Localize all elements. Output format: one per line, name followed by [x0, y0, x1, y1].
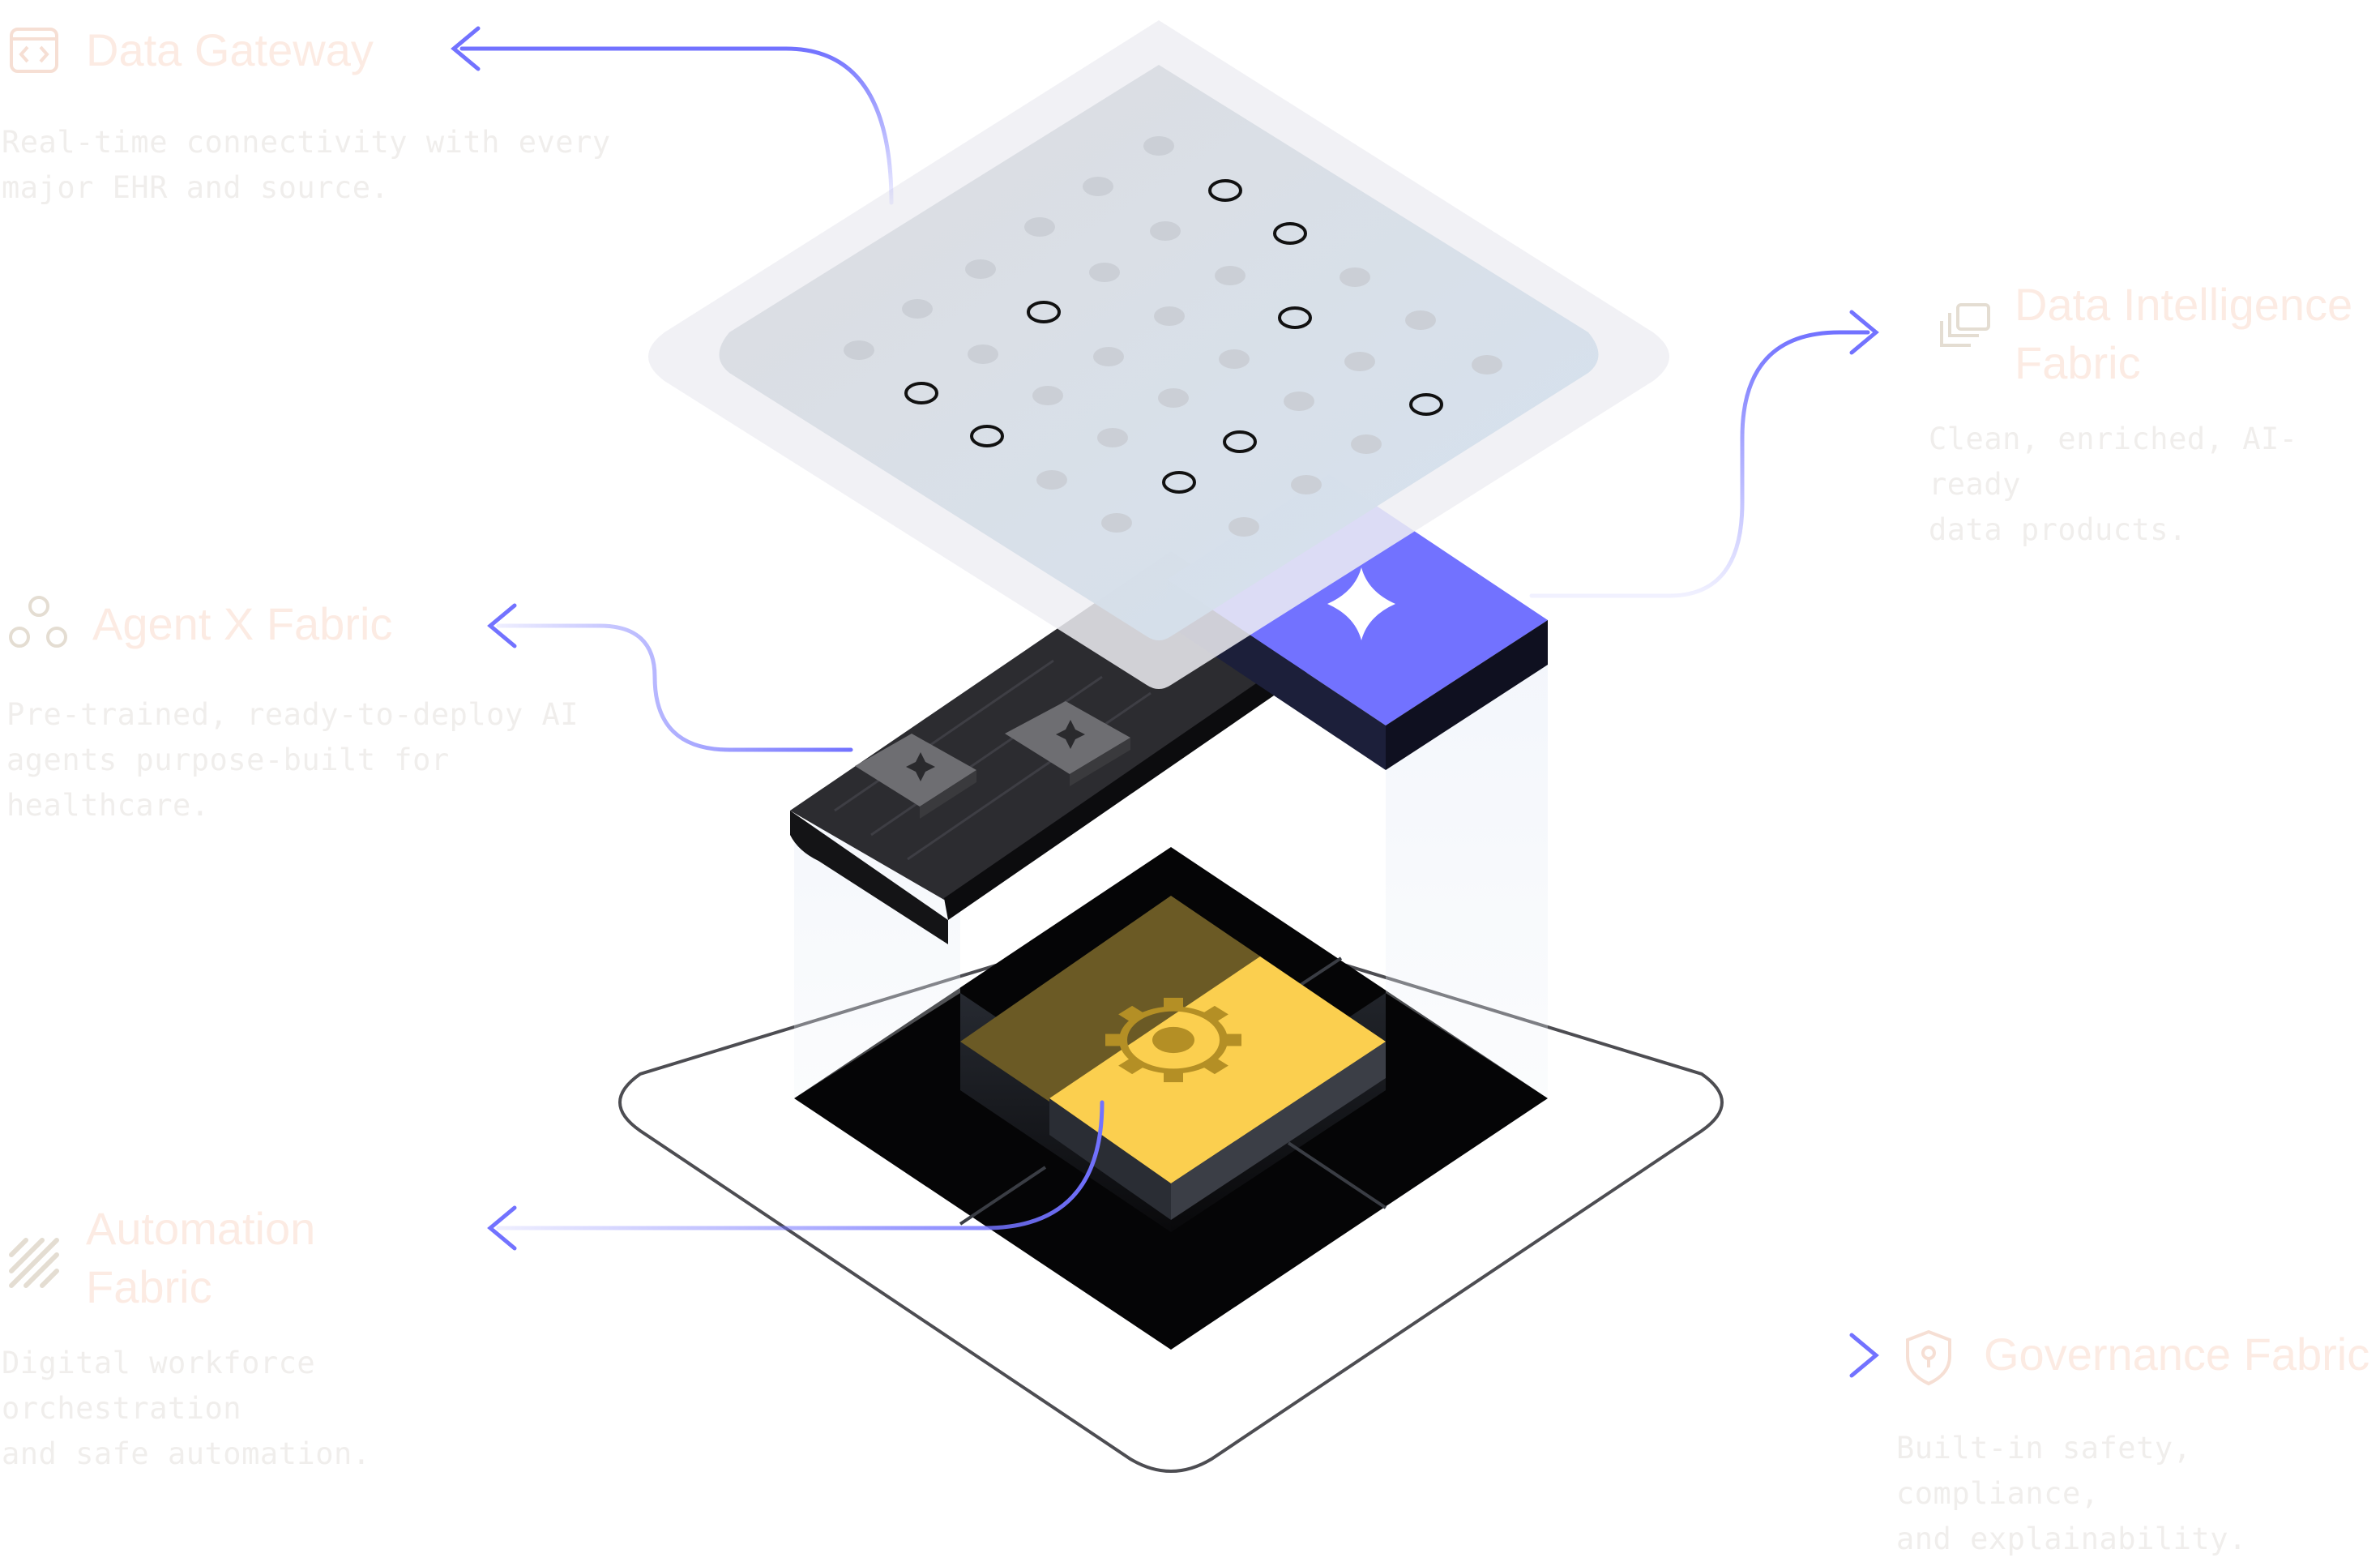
feature-title: Data Intelligence Fabric	[2015, 276, 2352, 392]
gateway-plate	[648, 20, 1669, 689]
feature-description: Real-time connectivity with every major …	[2, 120, 617, 211]
diagonal-stripes-icon	[8, 1237, 60, 1289]
arrow-governance	[1426, 1335, 1876, 1376]
feature-title: Automation Fabric	[86, 1200, 315, 1316]
feature-title: Governance Fabric	[1984, 1325, 2369, 1384]
shield-lock-icon	[1903, 1329, 1955, 1387]
feature-description: Digital workforce orchestration and safe…	[2, 1341, 520, 1477]
nodes-icon	[6, 593, 71, 652]
stacked-layers-icon	[1937, 300, 1993, 357]
feature-title: Agent X Fabric	[92, 595, 392, 653]
feature-description: Clean, enriched, AI-ready data products.	[1929, 417, 2380, 553]
code-window-icon	[8, 24, 60, 76]
gear-icon	[1105, 998, 1241, 1082]
feature-description: Pre-trained, ready-to-deploy AI agents p…	[6, 692, 590, 828]
feature-title: Data Gateway	[86, 21, 374, 79]
feature-description: Built-in safety, compliance, and explain…	[1896, 1426, 2380, 1562]
